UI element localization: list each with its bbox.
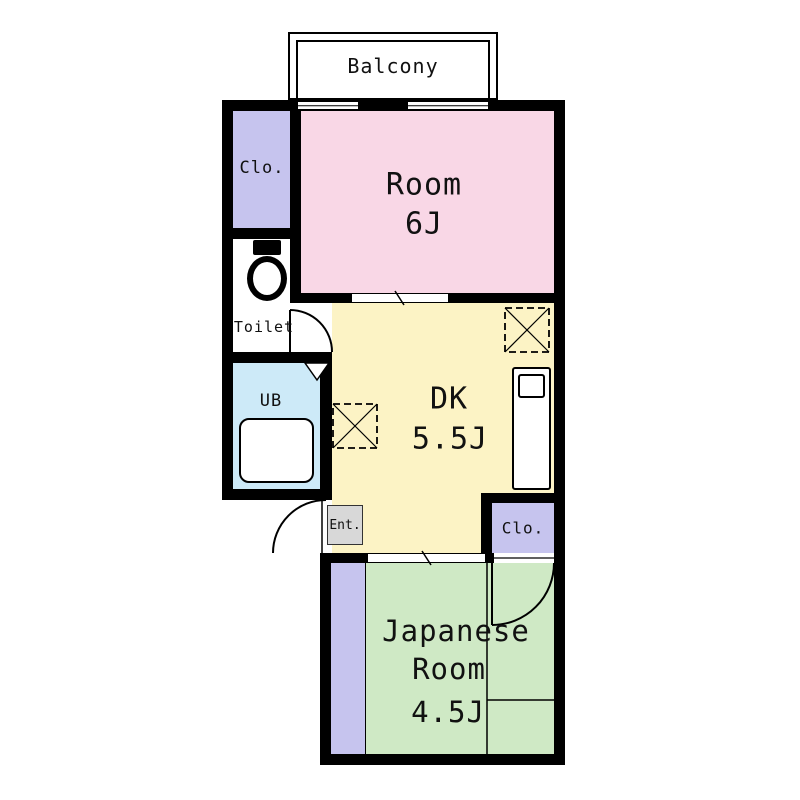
kitchen-sink: [518, 374, 545, 398]
closet-top-label: Clo.: [239, 158, 285, 178]
room-6j: [301, 111, 554, 293]
japanese-room-size-label: 4.5J: [411, 695, 485, 729]
wall-ub-bottom: [222, 489, 332, 500]
japanese-room-name-line2: Room: [412, 652, 486, 686]
toilet-bowl: [247, 256, 287, 301]
entrance-mat: Ent.: [327, 505, 363, 545]
wall-right: [554, 100, 565, 765]
wall-jp-left: [320, 553, 331, 765]
wall-bottom: [320, 754, 565, 765]
wall-top: [222, 100, 565, 111]
bathtub: [239, 418, 314, 483]
wall-ub-right: [320, 352, 332, 500]
japanese-room-name-line1: Japanese: [382, 614, 530, 648]
balcony-label: Balcony: [347, 54, 439, 78]
wall-closet-bottom: [222, 228, 301, 239]
entrance-label: Ent.: [329, 517, 361, 533]
window-glass-line: [408, 104, 488, 107]
room-size-label: 6J: [404, 206, 444, 242]
balcony-inner-rail: [296, 40, 490, 100]
toilet-label: Toilet: [233, 318, 295, 336]
room-name-label: Room: [385, 167, 463, 203]
wall-room-dk-left: [290, 293, 352, 303]
wall-closet2-left: [481, 493, 492, 563]
wall-left: [222, 100, 233, 500]
closet-bottom-label: Clo.: [501, 518, 545, 538]
sliding-door-dk-japanese: [368, 553, 485, 563]
wall-closet-right: [290, 100, 301, 303]
closet-top: [233, 111, 290, 228]
ub-label: UB: [259, 391, 283, 411]
balcony-outline: [288, 32, 498, 100]
wall-room-dk-right: [448, 293, 565, 303]
balcony-window-left: [298, 100, 358, 111]
hallway: [296, 303, 332, 352]
toilet-tank: [253, 240, 281, 255]
wall-toilet-bottom: [222, 352, 332, 363]
balcony-window-right: [408, 100, 488, 111]
wall-dk-jp-left: [320, 553, 368, 563]
dk-name-label: DK: [429, 381, 469, 417]
closet-bottom: [492, 503, 554, 553]
oshiire-strip: [331, 563, 366, 754]
wall-closet2-top: [481, 493, 565, 503]
sliding-door-room-dk: [352, 293, 448, 303]
dk-size-label: 5.5J: [411, 421, 489, 457]
window-glass-line: [298, 104, 358, 107]
entrance-door-arc: [272, 499, 327, 554]
